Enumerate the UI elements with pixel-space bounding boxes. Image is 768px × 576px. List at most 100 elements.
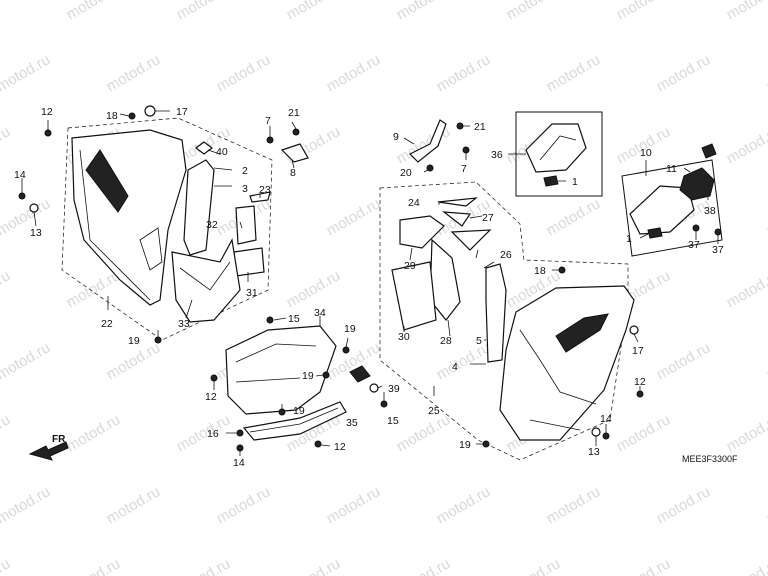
under-cowl-34-inner — [235, 343, 317, 383]
clip-38-top — [701, 143, 717, 159]
callout-32: 32 — [206, 219, 218, 231]
watermark-text: motod.ru — [724, 411, 768, 455]
watermark-text: motod.ru — [724, 123, 768, 167]
bolt-19-left — [154, 336, 162, 344]
watermark-text: motod.ru — [544, 483, 604, 527]
main-cowl-25-vent — [555, 313, 609, 353]
callout-36: 36 — [491, 149, 503, 161]
callout-labels: 1 1 2 3 4 5 7 7 8 9 10 11 12 12 12 12 13… — [14, 106, 724, 469]
callout-1: 1 — [626, 233, 632, 245]
bolt-14-right — [602, 432, 610, 440]
leaders-lower — [213, 316, 385, 456]
callout-8: 8 — [290, 167, 296, 179]
watermark-text: motod.ru — [764, 483, 768, 527]
bolt-19-low — [278, 408, 286, 416]
callout-4: 4 — [452, 361, 458, 373]
watermark-text: motod.ru — [654, 483, 714, 527]
pad-29 — [399, 215, 445, 249]
watermark-text: motod.ru — [104, 483, 164, 527]
callout-19: 19 — [293, 405, 305, 417]
watermark-text: motod.ru — [324, 195, 384, 239]
watermark-text: motod.ru — [724, 555, 768, 576]
duct-36 — [525, 123, 587, 173]
watermark-text: motod.ru — [764, 339, 768, 383]
main-cowl-25-contour — [519, 329, 597, 431]
callout-14: 14 — [600, 413, 612, 425]
washer-13-right — [591, 427, 601, 437]
callout-13: 13 — [588, 446, 600, 458]
front-arrow-icon — [28, 441, 69, 461]
callout-33: 33 — [178, 318, 190, 330]
cover-11 — [679, 167, 715, 201]
bolt-21-right — [456, 122, 464, 130]
watermark-text: motod.ru — [284, 267, 344, 311]
watermark-text: motod.ru — [614, 123, 674, 167]
watermark-text: motod.ru — [0, 339, 53, 383]
watermark-text: motod.ru — [0, 267, 13, 311]
callout-7: 7 — [265, 115, 271, 127]
callout-21: 21 — [288, 107, 300, 119]
watermark-text: motod.ru — [64, 411, 124, 455]
callout-2: 2 — [242, 165, 248, 177]
watermark-text: motod.ru — [434, 51, 494, 95]
bolt-20 — [426, 164, 434, 172]
nut-7-right — [462, 146, 470, 154]
bracket-group-9 — [403, 119, 470, 173]
bracket-8 — [280, 143, 309, 163]
washer-13 — [29, 203, 39, 213]
bolt-12 — [44, 129, 52, 137]
watermark-text: motod.ru — [764, 51, 768, 95]
callout-23: 23 — [259, 184, 271, 196]
watermark-text: motod.ru — [764, 195, 768, 239]
callout-31: 31 — [246, 287, 258, 299]
callout-25: 25 — [428, 405, 440, 417]
detail-box-36-frame — [515, 111, 603, 197]
pad-31 — [233, 247, 265, 277]
callout-3: 3 — [242, 183, 248, 195]
leaders-right — [403, 203, 641, 446]
watermark-text: motod.ru — [214, 483, 274, 527]
callout-17: 17 — [632, 345, 644, 357]
callout-24: 24 — [408, 197, 420, 209]
bracket-9 — [408, 119, 447, 163]
callout-18: 18 — [106, 110, 118, 122]
callout-18: 18 — [534, 265, 546, 277]
bolt-18-right — [558, 266, 566, 274]
callout-38: 38 — [704, 205, 716, 217]
leaders-left — [21, 110, 297, 337]
watermark-text: motod.ru — [654, 51, 714, 95]
callout-29: 29 — [404, 260, 416, 272]
watermark-text: motod.ru — [104, 51, 164, 95]
bolt-14 — [18, 192, 26, 200]
detail-box-36 — [508, 111, 603, 197]
group-outline-right — [379, 181, 629, 461]
callout-14: 14 — [233, 457, 245, 469]
callout-37: 37 — [688, 239, 700, 251]
callout-13: 13 — [30, 227, 42, 239]
panel-30 — [391, 261, 437, 331]
detail-box-10-frame — [621, 159, 723, 257]
watermark-text: motod.ru — [214, 51, 274, 95]
watermark-text: motod.ru — [614, 0, 674, 23]
callout-15: 15 — [387, 415, 399, 427]
panel-33 — [171, 238, 241, 323]
nut-17-right — [629, 325, 639, 335]
callout-37: 37 — [712, 244, 724, 256]
watermark-text: motod.ru — [394, 411, 454, 455]
leaders-box10 — [639, 160, 719, 244]
callout-34: 34 — [314, 307, 326, 319]
trim-strip-2 — [183, 159, 215, 256]
callout-28: 28 — [440, 335, 452, 347]
lower-skirt-35 — [242, 401, 347, 441]
diagram-code: MEE3F3300F — [682, 454, 738, 464]
pad-26 — [450, 229, 492, 251]
callout-35: 35 — [346, 417, 358, 429]
watermark-text: motod.ru — [0, 195, 53, 239]
right-cowl-group — [379, 181, 644, 461]
left-cowl-group — [18, 105, 309, 344]
panel-33-inner — [179, 261, 231, 291]
bolt-16 — [236, 429, 244, 437]
callout-22: 22 — [101, 318, 113, 330]
callout-12: 12 — [634, 376, 646, 388]
trim-strip-5 — [485, 263, 507, 363]
